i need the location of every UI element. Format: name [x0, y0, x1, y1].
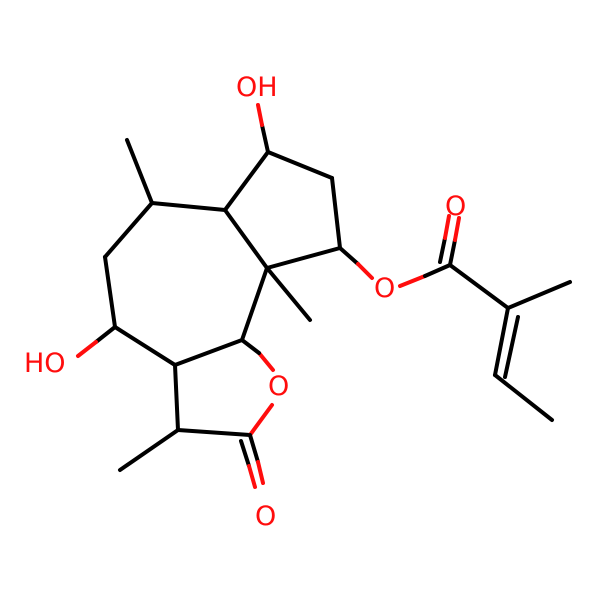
- bond: [150, 201, 227, 212]
- cyclopentane-ring: [223, 150, 342, 270]
- hydroxyl-label-left: HO: [24, 348, 66, 379]
- methylbutenoate-chain: [448, 263, 572, 422]
- ring-oxygen-label: O: [268, 371, 289, 402]
- bond: [240, 266, 269, 342]
- lactone-carbonyl: [239, 433, 265, 489]
- bond: [248, 433, 260, 464]
- bond: [113, 325, 177, 367]
- bond: [338, 246, 360, 266]
- bond: [503, 315, 520, 379]
- bond: [506, 280, 572, 310]
- bond: [76, 340, 98, 358]
- methyl-groups: [118, 138, 312, 472]
- hydroxyl-bonds: [76, 103, 270, 358]
- bond: [239, 439, 251, 468]
- bond: [398, 274, 427, 288]
- hydroxyl-label-top: OH: [236, 72, 278, 103]
- bond: [94, 325, 117, 344]
- bond: [256, 103, 264, 127]
- lactone-ring: [173, 338, 275, 437]
- bond: [356, 262, 374, 280]
- bond: [173, 363, 180, 432]
- bond: [448, 263, 510, 310]
- bond: [266, 150, 334, 180]
- ester-carbonyl-oxygen-label: O: [445, 191, 466, 222]
- bond: [265, 266, 312, 322]
- bond: [448, 238, 457, 267]
- ester-linkage: [338, 246, 452, 288]
- bond: [330, 176, 342, 250]
- lactone-carbonyl-oxygen-label: O: [255, 501, 276, 532]
- bond: [223, 208, 269, 270]
- bond: [103, 201, 154, 259]
- bond: [493, 373, 554, 422]
- bond: [438, 236, 447, 264]
- bond: [223, 150, 270, 212]
- bond: [176, 428, 252, 437]
- ester-carbonyl: [438, 214, 461, 267]
- bond: [257, 351, 275, 372]
- bond: [453, 216, 461, 242]
- bond: [240, 338, 261, 355]
- ester-oxygen-label: O: [374, 273, 395, 304]
- bond: [493, 306, 510, 377]
- bond: [265, 246, 342, 270]
- bond: [118, 428, 180, 472]
- bond: [173, 338, 244, 367]
- bond: [423, 263, 452, 278]
- bond: [443, 214, 451, 240]
- bond: [247, 464, 257, 489]
- bond: [256, 460, 265, 485]
- bond: [248, 403, 274, 437]
- bond: [125, 138, 154, 205]
- bond: [260, 123, 270, 154]
- bond: [103, 255, 117, 329]
- cycloheptane-ring: [103, 201, 269, 367]
